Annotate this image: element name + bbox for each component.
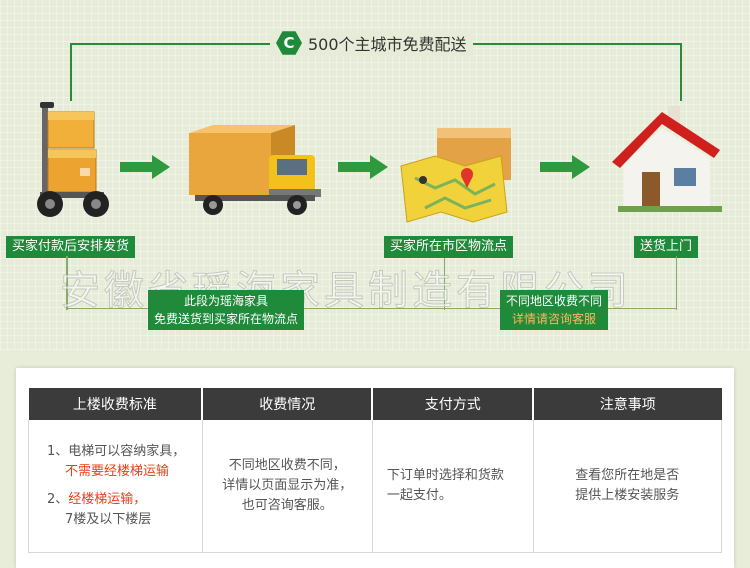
lower-bracket-bottom — [66, 308, 676, 309]
paid-segment-line2: 详情请咨询客服 — [512, 312, 597, 326]
fee-line: 也可咨询客服。 — [241, 498, 333, 513]
table-header-row: 上楼收费标准 收费情况 支付方式 注意事项 — [28, 388, 722, 420]
fee-line: 不同地区收费不同， — [228, 458, 346, 473]
header-notes: 注意事项 — [533, 388, 722, 420]
arrow-right-icon — [120, 155, 170, 179]
stairs-prefix: 2、 — [47, 492, 69, 507]
free-delivery-badge: C 500个主城市免费配送 — [270, 30, 473, 56]
elevator-line: 1、电梯可以容纳家具， — [47, 444, 186, 459]
payment-line: 下订单时选择和货款 — [386, 468, 504, 483]
house-icon — [612, 106, 722, 212]
payment-method-cell: 下订单时选择和货款 一起支付。 — [372, 420, 534, 553]
notes-line: 查看您所在地是否 — [575, 468, 680, 483]
fee-table-card: 上楼收费标准 收费情况 支付方式 注意事项 1、电梯可以容纳家具， 不需要经楼梯… — [16, 368, 734, 568]
stairs-floors: 7楼及以下楼层 — [65, 512, 152, 527]
badge-c-icon: C — [276, 31, 302, 55]
lower-bracket-mid — [444, 258, 445, 310]
notes-line: 提供上楼安装服务 — [575, 488, 680, 503]
banner-title: 500个主城市免费配送 — [308, 35, 467, 54]
step-label-logistics-point: 买家所在市区物流点 — [384, 236, 514, 258]
payment-line: 一起支付。 — [386, 488, 452, 503]
lower-bracket-left — [66, 256, 68, 310]
hand-truck-boxes-icon — [37, 102, 109, 217]
elevator-note: 不需要经楼梯运输 — [65, 464, 170, 479]
header-fee-status: 收费情况 — [202, 388, 374, 420]
stairs-fee-table: 上楼收费标准 收费情况 支付方式 注意事项 1、电梯可以容纳家具， 不需要经楼梯… — [28, 388, 723, 553]
header-payment-method: 支付方式 — [372, 388, 535, 420]
stairs-standard-cell: 1、电梯可以容纳家具， 不需要经楼梯运输 2、经楼梯运输， 7楼及以下楼层 — [28, 420, 203, 553]
lower-bracket-right — [676, 256, 677, 310]
paid-segment-note: 不同地区收费不同 详情请咨询客服 — [500, 290, 609, 330]
header-stairs-standard: 上楼收费标准 — [28, 388, 204, 420]
arrow-right-icon — [338, 155, 388, 179]
fee-line: 详情以页面显示为准， — [222, 478, 353, 493]
fee-status-cell: 不同地区收费不同， 详情以页面显示为准， 也可咨询客服。 — [202, 420, 373, 553]
notes-cell: 查看您所在地是否 提供上楼安装服务 — [533, 420, 723, 553]
step-label-home-delivery: 送货上门 — [634, 236, 699, 258]
bracket-right-vertical — [680, 43, 682, 101]
stairs-line: 2、经楼梯运输， — [47, 490, 201, 510]
step-label-payment: 买家付款后安排发货 — [6, 236, 136, 258]
paid-segment-line1: 不同地区收费不同 — [506, 294, 603, 308]
bracket-left-vertical — [70, 43, 72, 101]
stairs-transport: 经楼梯运输， — [68, 492, 147, 507]
delivery-truck-icon — [189, 125, 321, 215]
arrow-right-icon — [540, 155, 590, 179]
stairs-fee-section: 上楼收费标准 收费情况 支付方式 注意事项 1、电梯可以容纳家具， 不需要经楼梯… — [0, 350, 750, 568]
free-segment-line1: 此段为瑶海家具 — [184, 294, 269, 308]
free-segment-line2: 免费送货到买家所在物流点 — [154, 312, 299, 326]
free-segment-note: 此段为瑶海家具 免费送货到买家所在物流点 — [148, 290, 305, 330]
map-pin-box-icon — [400, 128, 511, 223]
table-row: 1、电梯可以容纳家具， 不需要经楼梯运输 2、经楼梯运输， 7楼及以下楼层 不同… — [28, 420, 723, 553]
